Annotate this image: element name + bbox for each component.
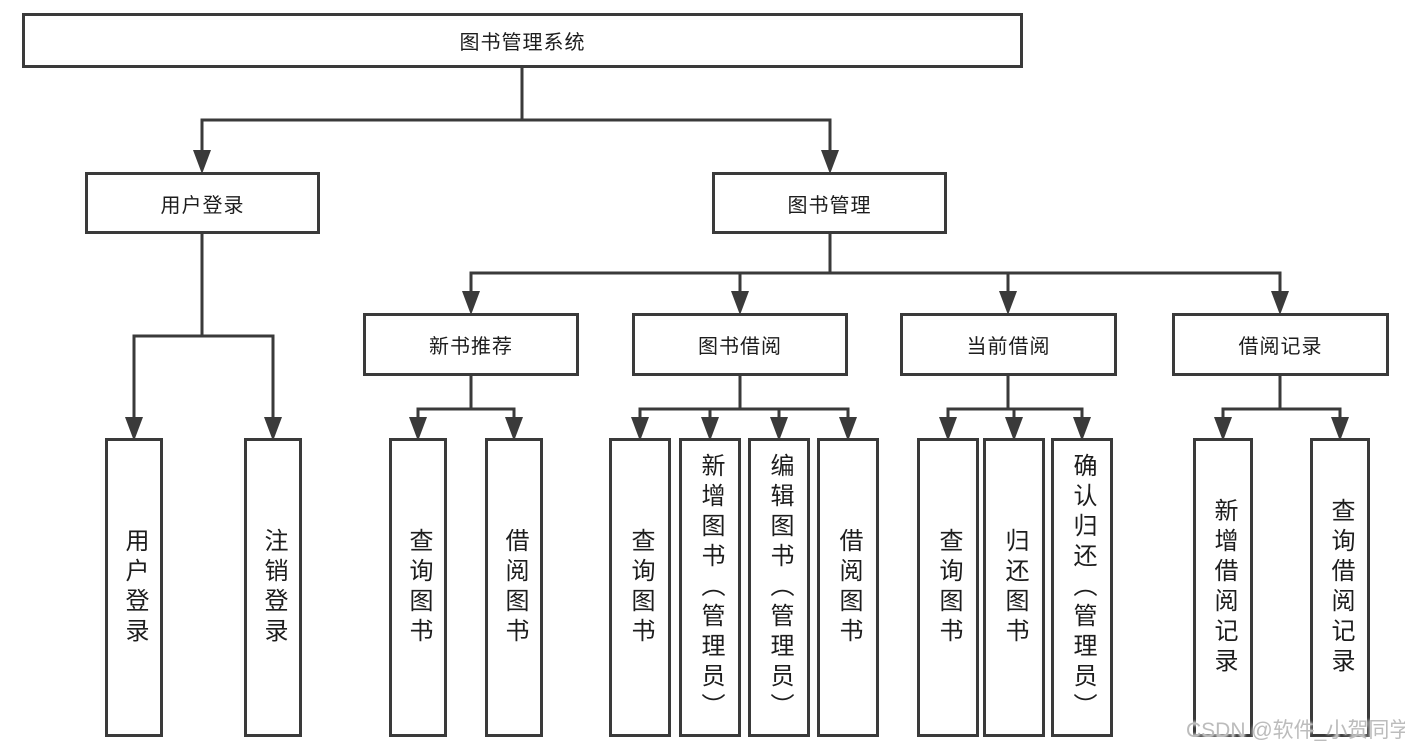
arrow-down-icon	[1271, 291, 1289, 315]
connector-borrowing-records	[1214, 376, 1349, 441]
arrow-down-icon	[1214, 417, 1232, 441]
connector-line	[946, 376, 1084, 419]
arrow-down-icon	[505, 417, 523, 441]
connector-book-borrowing	[631, 376, 857, 441]
arrow-down-icon	[999, 291, 1017, 315]
node-borrowing-records: 借阅记录	[1172, 313, 1389, 376]
arrow-down-icon	[821, 150, 839, 174]
arrow-down-icon	[839, 417, 857, 441]
csdn-watermark: CSDN @软件_小贺同学	[1186, 719, 1405, 742]
arrow-down-icon	[1073, 417, 1091, 441]
arrow-down-icon	[731, 291, 749, 315]
connector-line	[638, 376, 850, 419]
leaf-query-borrow-record: 查询借阅记录	[1310, 438, 1370, 737]
arrow-down-icon	[701, 417, 719, 441]
connector-line	[200, 68, 832, 152]
node-user-login: 用户登录	[85, 172, 320, 234]
arrow-down-icon	[264, 417, 282, 441]
arrow-down-icon	[939, 417, 957, 441]
arrow-down-icon	[770, 417, 788, 441]
node-book-borrowing: 图书借阅	[632, 313, 848, 376]
connector-book-management	[462, 234, 1289, 315]
node-new-book-recommend: 新书推荐	[363, 313, 579, 376]
leaf-add-books-admin: 新增图书（管理员）	[679, 438, 741, 737]
leaf-borrow-books-recommend: 借阅图书	[485, 438, 543, 737]
arrow-down-icon	[125, 417, 143, 441]
connector-line	[1221, 376, 1342, 419]
arrow-down-icon	[193, 150, 211, 174]
leaf-add-borrow-record: 新增借阅记录	[1193, 438, 1253, 737]
node-book-management: 图书管理	[712, 172, 947, 234]
leaf-edit-books-admin: 编辑图书（管理员）	[748, 438, 810, 737]
node-current-borrowing: 当前借阅	[900, 313, 1117, 376]
arrow-down-icon	[409, 417, 427, 441]
leaf-user-login: 用户登录	[105, 438, 163, 737]
leaf-query-books-borrowing: 查询图书	[609, 438, 671, 737]
leaf-confirm-return-admin: 确认归还（管理员）	[1051, 438, 1113, 737]
connector-line	[416, 376, 516, 419]
connector-new-book-recommend	[409, 376, 523, 441]
arrow-down-icon	[631, 417, 649, 441]
leaf-borrow-books: 借阅图书	[817, 438, 879, 737]
connector-current-borrowing	[939, 376, 1091, 441]
node-library-system: 图书管理系统	[22, 13, 1023, 68]
leaf-return-books: 归还图书	[983, 438, 1045, 737]
arrow-down-icon	[462, 291, 480, 315]
connector-line	[132, 234, 275, 419]
leaf-logout: 注销登录	[244, 438, 302, 737]
arrow-down-icon	[1005, 417, 1023, 441]
connector-line	[469, 234, 1282, 293]
connector-root	[193, 68, 839, 174]
arrow-down-icon	[1331, 417, 1349, 441]
leaf-query-books-current: 查询图书	[917, 438, 979, 737]
leaf-query-books-recommend: 查询图书	[389, 438, 447, 737]
connector-user-login	[125, 234, 282, 441]
